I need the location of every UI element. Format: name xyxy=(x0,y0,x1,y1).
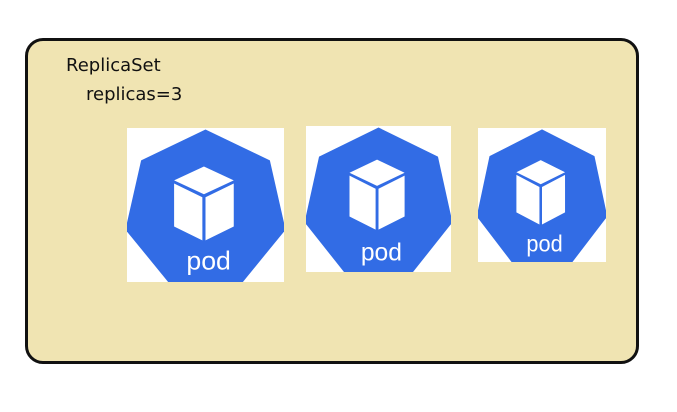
pod-heptagon-icon: pod xyxy=(306,127,451,272)
pod-node-1: pod xyxy=(127,128,284,282)
replicas-count-label: replicas=3 xyxy=(86,84,183,105)
pod-label: pod xyxy=(361,239,402,266)
pod-label: pod xyxy=(526,231,562,257)
pod-heptagon-icon: pod xyxy=(478,129,606,262)
replicaset-title: ReplicaSet xyxy=(66,55,161,76)
pod-label: pod xyxy=(186,246,231,276)
pod-heptagon-icon: pod xyxy=(127,129,284,282)
pod-node-3: pod xyxy=(478,128,606,262)
pod-node-2: pod xyxy=(306,126,451,272)
